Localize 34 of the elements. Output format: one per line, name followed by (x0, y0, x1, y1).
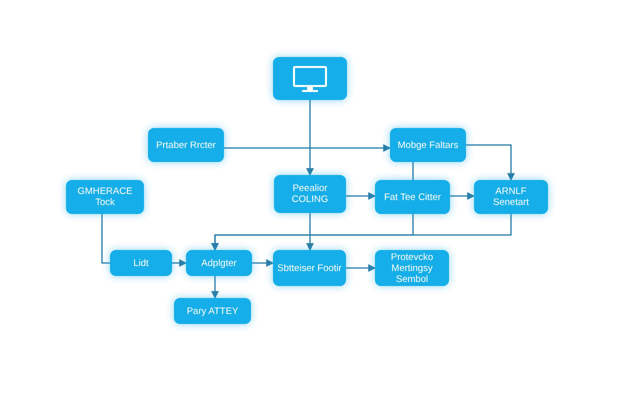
box-label: Adplgter (201, 258, 237, 268)
arrow (211, 214, 512, 251)
process-box (375, 250, 449, 286)
box-label: Pary ATTEY (186, 306, 238, 316)
box-label: Fat Tee Citter (384, 192, 441, 202)
box-label: Prtaber Rrcter (156, 140, 216, 150)
box-label: Sbtteiser Footir (277, 262, 342, 274)
process-box (390, 128, 466, 162)
arrow (306, 213, 314, 251)
arrow (252, 259, 274, 267)
box-label: Protevcko Mertingsy Sembol (390, 252, 434, 284)
arrow (450, 192, 475, 200)
arrow (211, 276, 219, 299)
arrow (346, 264, 376, 272)
arrow (466, 144, 515, 181)
process-box (474, 180, 548, 214)
box-label: Mobge Faltars (398, 140, 458, 150)
process-box (110, 250, 172, 276)
process-box (174, 298, 251, 324)
box-label: GMHERACE Tock (76, 186, 134, 208)
process-box (66, 180, 144, 214)
arrow (306, 100, 314, 176)
process-box (148, 128, 224, 162)
box-label: Peealior COLING (290, 183, 330, 205)
monitor-box (273, 57, 347, 100)
arrow (224, 144, 391, 152)
arrow (346, 192, 376, 200)
process-box (186, 250, 252, 276)
box-label: Lidt (133, 258, 149, 268)
process-box (273, 250, 346, 286)
process-box (274, 175, 346, 213)
box-label: ARNLF Senetart (492, 186, 530, 208)
process-box (375, 180, 450, 214)
arrow (172, 259, 187, 267)
